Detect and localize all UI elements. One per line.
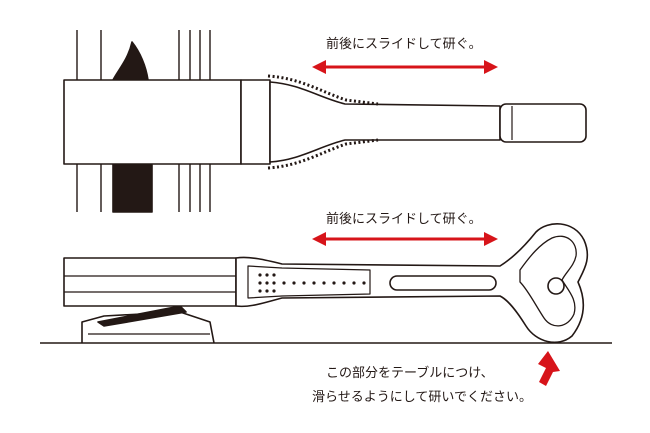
sharpener-grip-top bbox=[269, 81, 501, 163]
top-view bbox=[63, 30, 587, 213]
grip-inner-side bbox=[247, 265, 371, 299]
bottom-note-line1: この部分をテーブルにつけ、 bbox=[326, 365, 494, 381]
sharpener-handle-side bbox=[235, 223, 589, 344]
sharpener-handle-end-top bbox=[499, 103, 587, 143]
grip-texture-lower bbox=[267, 138, 379, 170]
middle-caption: 前後にスライドして研ぐ。 bbox=[326, 211, 482, 227]
top-caption: 前後にスライドして研ぐ。 bbox=[326, 36, 482, 52]
grip-dots-side bbox=[258, 273, 366, 293]
sharpener-body-top bbox=[63, 79, 242, 165]
sharpener-collar-top bbox=[240, 79, 271, 165]
side-view bbox=[63, 223, 589, 344]
bottom-note-line2: 滑らせるようにして研いでください。 bbox=[312, 390, 532, 405]
arrow-up-right-icon bbox=[538, 351, 560, 386]
handle-slot-side bbox=[389, 275, 497, 291]
sharpener-body-side bbox=[63, 257, 237, 307]
double-arrow-horizontal-icon bbox=[312, 60, 498, 74]
handle-end-hole bbox=[547, 277, 565, 295]
grip-texture-upper bbox=[267, 74, 379, 106]
double-arrow-horizontal-icon bbox=[312, 232, 498, 246]
knife-blade-side bbox=[97, 305, 187, 327]
